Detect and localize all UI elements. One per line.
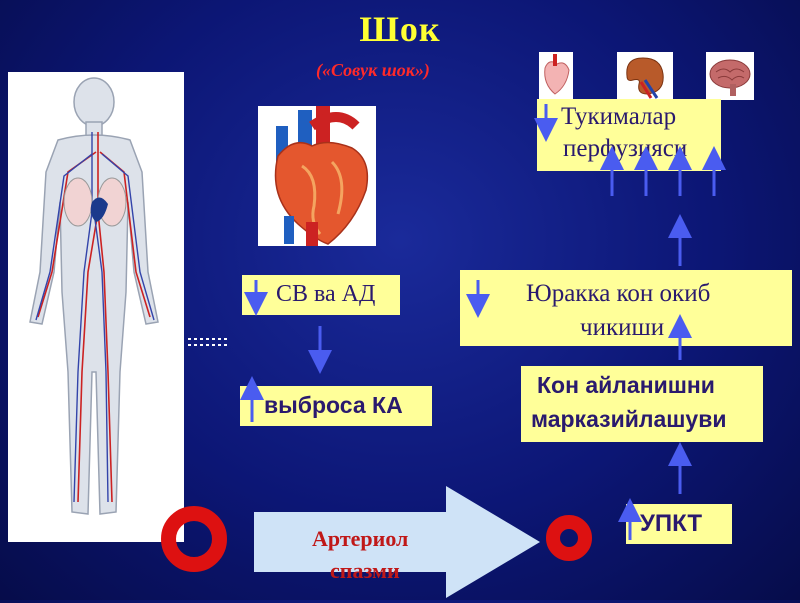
dotted-connector: [186, 336, 232, 350]
arteriole-spasm-line2: спазми: [330, 558, 400, 583]
human-body-illustration: [8, 72, 184, 542]
kidney-icon: [626, 57, 664, 99]
human-body-icon: [29, 77, 159, 515]
cardiac-output-line2: чикиши: [580, 314, 665, 341]
vybrosa-label: выброса КА: [264, 392, 403, 418]
organ-kidney-image: [617, 52, 673, 100]
heart-icon: [274, 106, 369, 246]
cardiac-output-box: Юракка кон окиб чикиши: [460, 270, 792, 346]
small-heart-icon: [544, 54, 570, 95]
page-subtitle: («Совук шок»): [316, 60, 430, 80]
centralization-box: Кон айланишни марказийлашуви: [521, 366, 763, 442]
page-title: Шок: [359, 9, 441, 49]
heart-illustration: [258, 106, 376, 246]
sv-ad-box: СВ ва АД: [242, 275, 400, 315]
vessel-narrow-ring: [546, 515, 592, 561]
big-right-arrow-icon: [254, 486, 540, 598]
arteriole-spasm-line1: Артериол: [312, 526, 409, 551]
organ-brain-image: [706, 52, 754, 100]
tissue-perfusion-line2: перфузияси: [563, 135, 688, 162]
cardiac-output-line1: Юракка кон окиб: [526, 280, 711, 307]
upkt-label: УПКТ: [640, 510, 703, 537]
upkt-box: УПКТ: [626, 504, 732, 544]
centralization-line2: марказийлашуви: [531, 406, 727, 432]
sv-ad-label: СВ ва АД: [276, 281, 376, 307]
centralization-line1: Кон айланишни: [537, 372, 715, 398]
organ-heart-image: [539, 52, 573, 100]
arteriole-spasm-arrow: Артериол спазми: [254, 486, 540, 598]
tissue-perfusion-line1: Тукималар: [561, 103, 677, 130]
vybrosa-box: выброса КА: [240, 386, 432, 426]
brain-icon: [709, 59, 751, 96]
